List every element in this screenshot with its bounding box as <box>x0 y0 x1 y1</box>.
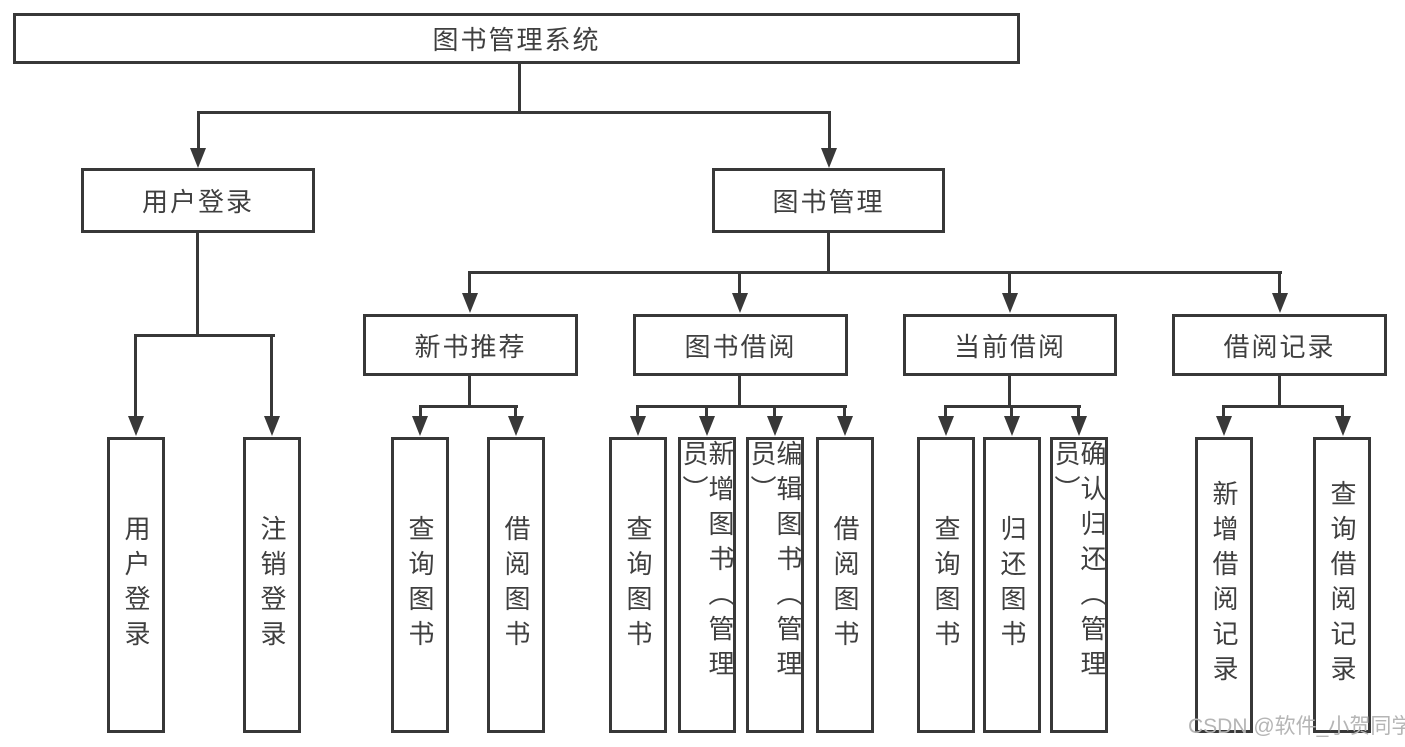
connector-arrow-shaft <box>514 405 517 418</box>
leaf-user-login-label: 用户登录 <box>121 515 151 655</box>
connector-arrow-shaft <box>705 405 708 418</box>
leaf-query-book-borrow: 查询图书 <box>609 437 667 733</box>
connector-rail <box>1222 405 1344 408</box>
leaf-user-login: 用户登录 <box>107 437 165 733</box>
arrow-down-icon <box>128 416 144 436</box>
node-book-management-label: 图书管理 <box>772 187 885 217</box>
arrow-down-icon <box>1216 416 1232 436</box>
leaf-borrow-book-label: 借阅图书 <box>830 515 860 655</box>
leaf-query-book-recommend: 查询图书 <box>391 437 449 733</box>
arrow-down-icon <box>1004 416 1020 436</box>
connector-arrow-shaft <box>468 271 471 295</box>
leaf-query-book-current: 查询图书 <box>917 437 975 733</box>
arrow-down-icon <box>732 293 748 313</box>
leaf-add-book-admin-label: 新增图书（管理员） <box>679 440 735 685</box>
leaf-query-book-borrow-label: 查询图书 <box>623 515 653 655</box>
connector-stem <box>1008 376 1011 407</box>
arrow-down-icon <box>264 416 280 436</box>
connector-stem <box>738 376 741 407</box>
connector-arrow-shaft <box>944 405 947 418</box>
leaf-query-book-current-label: 查询图书 <box>931 515 961 655</box>
leaf-confirm-return-admin-label: 确认归还（管理员） <box>1051 440 1107 685</box>
node-root: 图书管理系统 <box>13 13 1020 64</box>
connector-arrow-shaft <box>197 111 200 151</box>
connector-book-management-stem <box>827 233 830 273</box>
arrow-down-icon <box>767 416 783 436</box>
connector-l2-rail <box>468 271 1282 274</box>
leaf-logout: 注销登录 <box>243 437 301 733</box>
leaf-query-book-recommend-label: 查询图书 <box>405 515 435 655</box>
connector-arrow-shaft <box>134 334 137 418</box>
connector-stem <box>1278 376 1281 407</box>
connector-arrow-shaft <box>1010 405 1013 418</box>
connector-arrow-shaft <box>636 405 639 418</box>
connector-arrow-shaft <box>738 271 741 295</box>
arrow-down-icon <box>1272 293 1288 313</box>
connector-user-login-stem <box>196 233 199 336</box>
leaf-borrow-book: 借阅图书 <box>816 437 874 733</box>
leaf-return-book: 归还图书 <box>983 437 1041 733</box>
arrow-down-icon <box>462 293 478 313</box>
node-new-book-recommend-label: 新书推荐 <box>414 331 527 362</box>
connector-arrow-shaft <box>1278 271 1281 295</box>
leaf-query-borrow-record: 查询借阅记录 <box>1313 437 1371 733</box>
leaf-add-borrow-record-label: 新增借阅记录 <box>1209 480 1239 690</box>
node-root-label: 图书管理系统 <box>432 25 601 55</box>
arrow-down-icon <box>630 416 646 436</box>
leaf-confirm-return-admin: 确认归还（管理员） <box>1050 437 1108 733</box>
connector-arrow-shaft <box>828 111 831 151</box>
arrow-down-icon <box>1071 416 1087 436</box>
node-user-login-label: 用户登录 <box>141 187 254 217</box>
arrow-down-icon <box>821 148 837 168</box>
connector-user-login-rail <box>134 334 275 337</box>
leaf-query-borrow-record-label: 查询借阅记录 <box>1327 480 1357 690</box>
connector-arrow-shaft <box>1222 405 1225 418</box>
connector-rail <box>419 405 518 408</box>
arrow-down-icon <box>938 416 954 436</box>
connector-arrow-shaft <box>773 405 776 418</box>
arrow-down-icon <box>699 416 715 436</box>
arrow-down-icon <box>412 416 428 436</box>
csdn-watermark: CSDN @软件_小贺同学 <box>1188 715 1405 738</box>
arrow-down-icon <box>1335 416 1351 436</box>
leaf-edit-book-admin: 编辑图书（管理员） <box>746 437 804 733</box>
connector-arrow-shaft <box>1008 271 1011 295</box>
connector-arrow-shaft <box>843 405 846 418</box>
connector-arrow-shaft <box>1077 405 1080 418</box>
connector-arrow-shaft <box>1341 405 1344 418</box>
connector-arrow-shaft <box>419 405 422 418</box>
node-book-borrow-label: 图书借阅 <box>684 331 797 362</box>
node-borrow-record-label: 借阅记录 <box>1223 331 1336 362</box>
node-current-borrow: 当前借阅 <box>903 314 1117 376</box>
arrow-down-icon <box>508 416 524 436</box>
leaf-edit-book-admin-label: 编辑图书（管理员） <box>747 440 803 685</box>
arrow-down-icon <box>190 148 206 168</box>
leaf-return-book-label: 归还图书 <box>997 515 1027 655</box>
arrow-down-icon <box>837 416 853 436</box>
node-user-login: 用户登录 <box>81 168 315 233</box>
leaf-borrow-book-recommend-label: 借阅图书 <box>501 515 531 655</box>
node-book-borrow: 图书借阅 <box>633 314 848 376</box>
connector-l1-rail <box>197 111 831 114</box>
connector-stem <box>468 376 471 407</box>
connector-root-stem <box>518 64 521 113</box>
node-new-book-recommend: 新书推荐 <box>363 314 578 376</box>
node-book-management: 图书管理 <box>712 168 945 233</box>
node-current-borrow-label: 当前借阅 <box>953 331 1066 362</box>
leaf-add-borrow-record: 新增借阅记录 <box>1195 437 1253 733</box>
leaf-borrow-book-recommend: 借阅图书 <box>487 437 545 733</box>
connector-rail <box>636 405 847 408</box>
node-borrow-record: 借阅记录 <box>1172 314 1387 376</box>
leaf-add-book-admin: 新增图书（管理员） <box>678 437 736 733</box>
leaf-logout-label: 注销登录 <box>257 515 287 655</box>
connector-arrow-shaft <box>270 334 273 418</box>
arrow-down-icon <box>1002 293 1018 313</box>
